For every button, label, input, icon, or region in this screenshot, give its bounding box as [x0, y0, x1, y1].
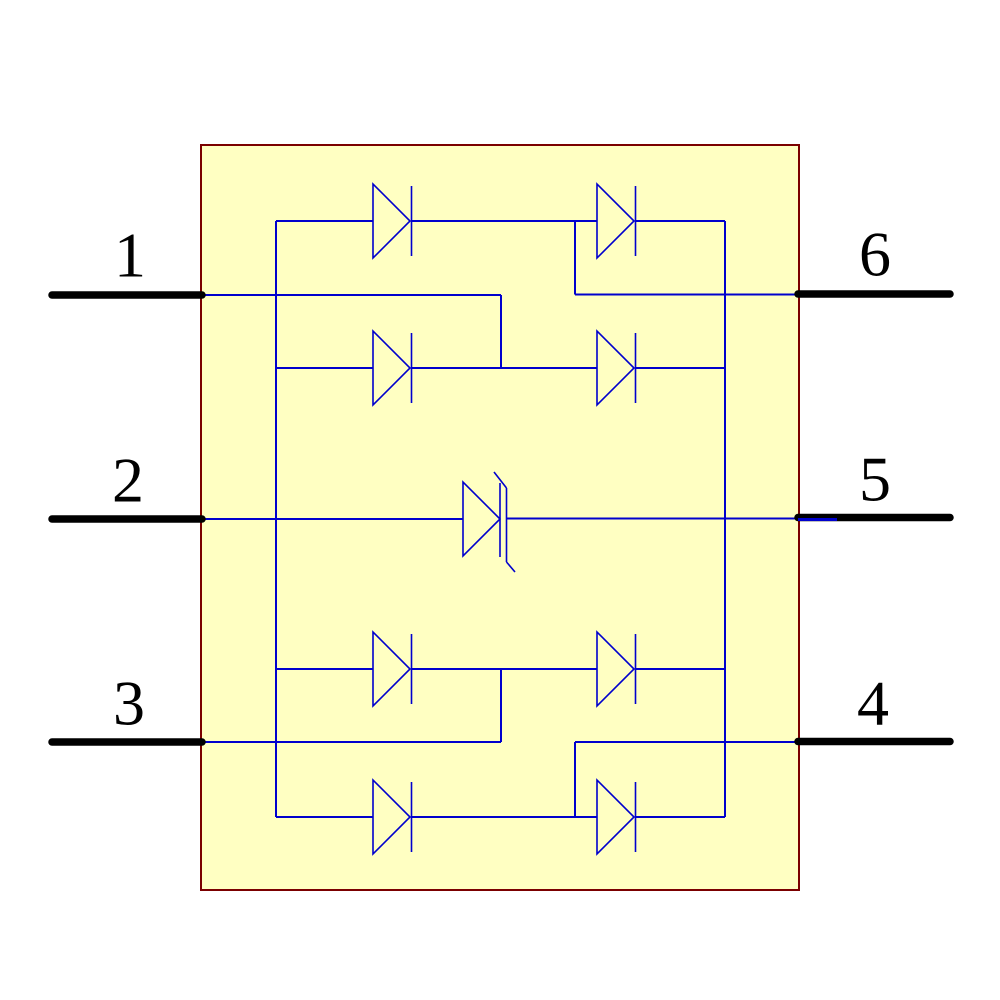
pin-leads — [48, 290, 954, 746]
pin-5-label: 5 — [859, 443, 891, 515]
zener-diode-icon — [462, 471, 516, 573]
pin-2-label: 2 — [112, 444, 144, 516]
pin-4-label: 4 — [857, 667, 889, 739]
pin-6-label: 6 — [859, 218, 891, 290]
wires — [201, 220, 799, 818]
diode-icon-row2-left — [372, 329, 413, 407]
diode-icon-row4-right — [596, 630, 637, 708]
diode-icon-row5-right — [596, 778, 637, 856]
diode-icon-row5-left — [372, 778, 413, 856]
pin-3-label: 3 — [113, 667, 145, 739]
diode-icon-row2-right — [596, 329, 637, 407]
diode-icon-row4-left — [372, 630, 413, 708]
diode-symbols — [372, 182, 637, 856]
diode-icon-row1-right — [596, 182, 637, 260]
diode-icon-row1-left — [372, 182, 413, 260]
pin-1-label: 1 — [114, 219, 146, 291]
